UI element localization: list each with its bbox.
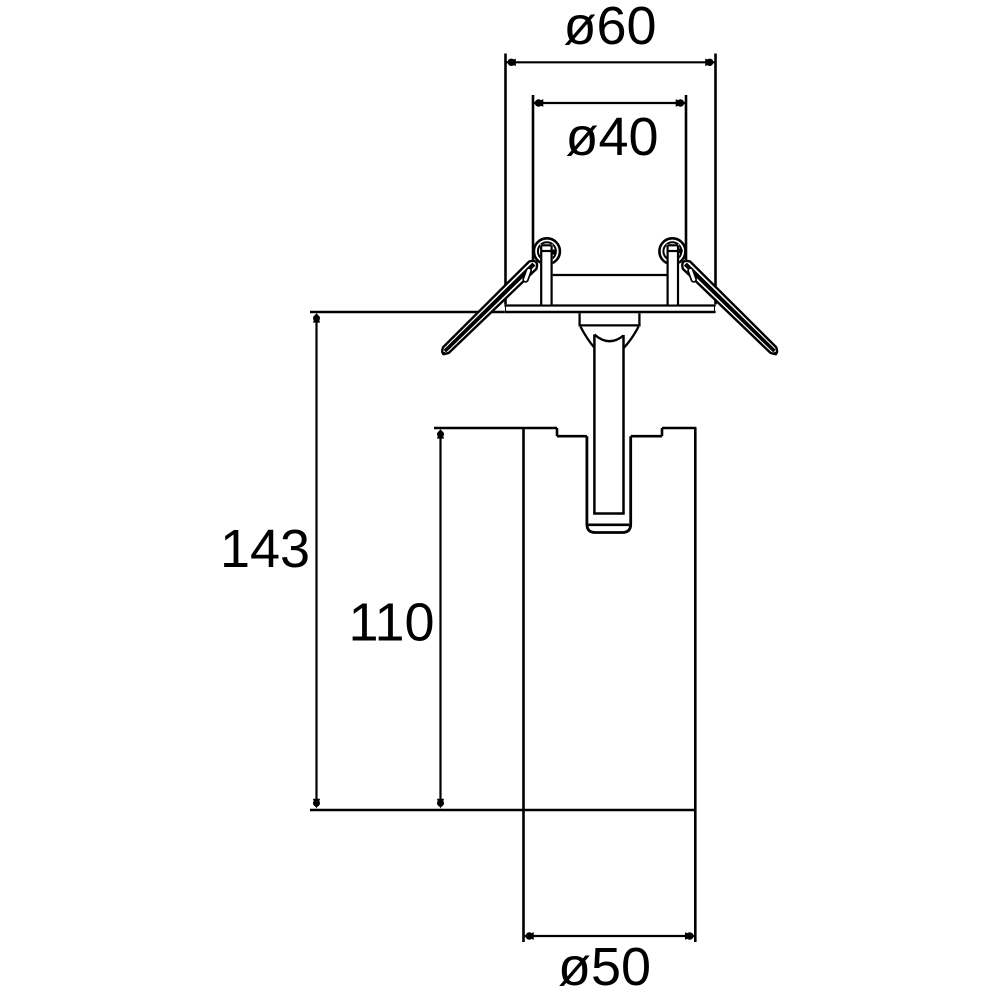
svg-text:ø60: ø60 xyxy=(563,0,656,56)
svg-text:ø40: ø40 xyxy=(565,107,658,167)
svg-text:110: 110 xyxy=(348,593,434,653)
svg-text:143: 143 xyxy=(220,519,310,579)
svg-text:ø50: ø50 xyxy=(558,937,651,997)
